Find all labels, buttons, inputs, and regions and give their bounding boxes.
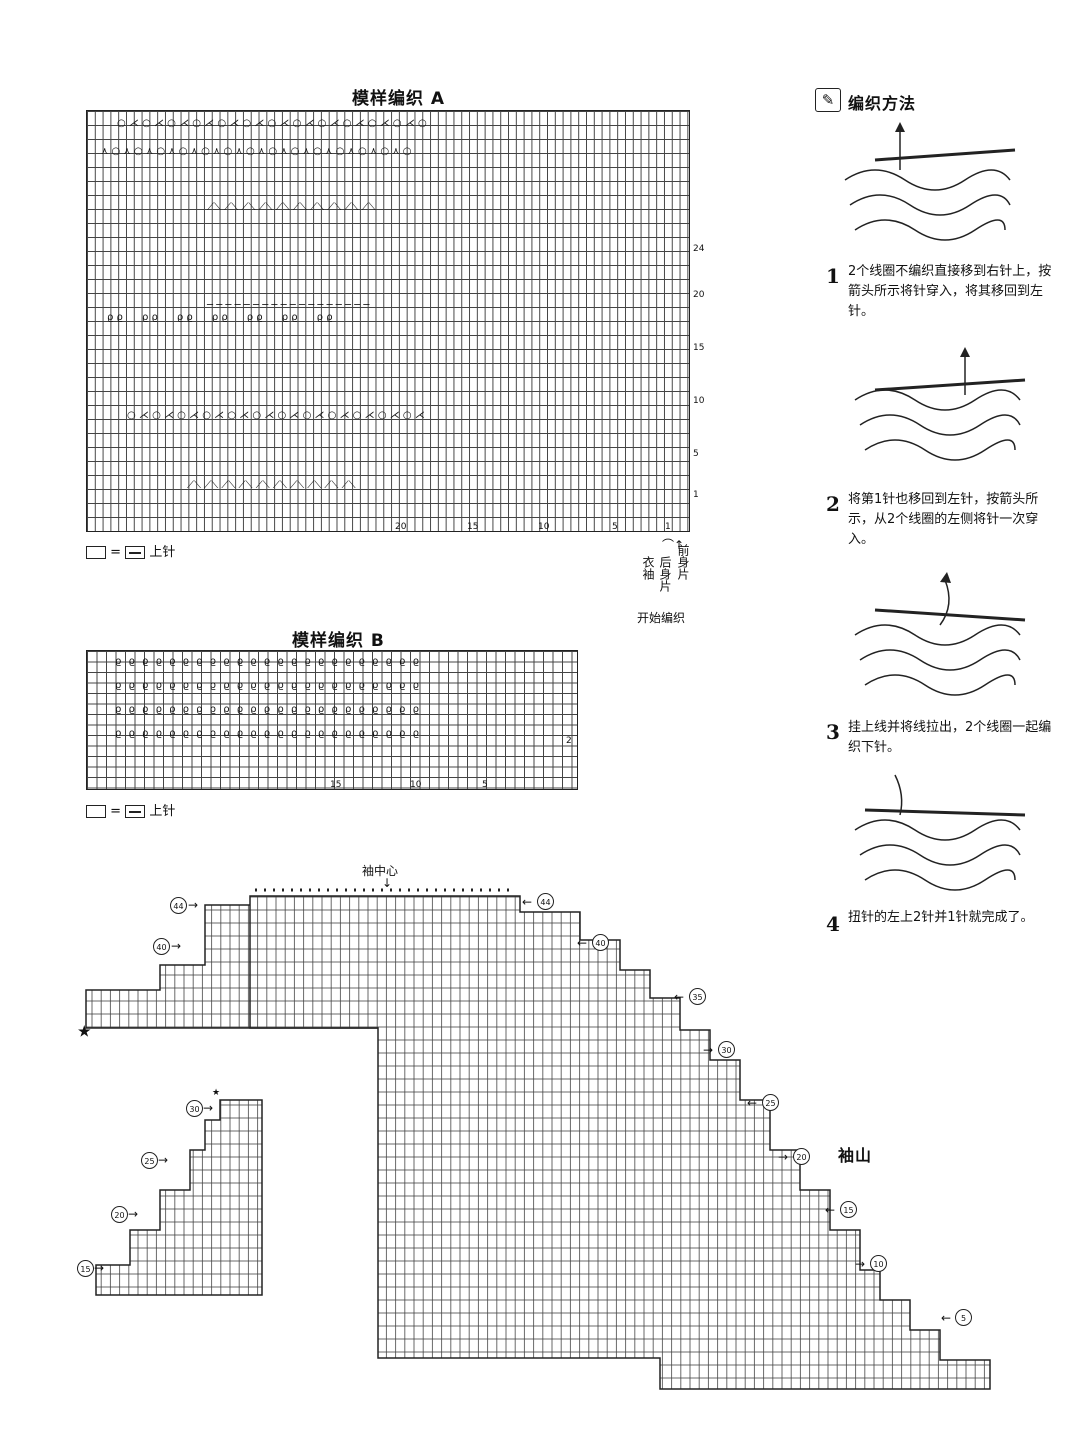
method-pen-icon: ✎ [815,88,841,112]
chart-b-grid: ϱ ϱ ϱ ϱ ϱ ϱ ϱ ϱ ϱ ϱ ϱ ϱ ϱ ϱ ϱ ϱ ϱ ϱ ϱ ϱ … [86,650,578,790]
chart-a-row-label: 15 [693,343,705,353]
row-marker: 40 [153,938,170,955]
row-marker: 25 [762,1094,779,1111]
front-piece-label: 前身片 [676,544,690,580]
arrow-left-icon: ← [577,936,588,950]
chart-a-col-label: 1 [665,522,671,532]
chart-b-col-label: 5 [482,780,488,790]
arrow-right-icon: → [128,1207,139,1221]
purl-cell-icon [125,546,146,559]
row-marker: 10 [870,1255,887,1272]
chart-a-grid: ○ ⋌ ○ ⋌ ○ ⋌ ○ ⋌ ○ ⋌ ○ ⋌ ○ ⋌ ○ ⋌ ○ ⋌ ○ ⋌ … [86,110,690,532]
row-marker: 30 [186,1100,203,1117]
step-1-number: 1 [826,264,840,288]
chart-a-legend: = 上针 [86,541,175,560]
chart-b-col-label: 15 [330,780,342,790]
chart-a-row-label: 24 [693,244,705,254]
star-marker-small-icon: ★ [212,1088,221,1098]
start-knitting-label: 开始编织 [637,611,686,625]
star-marker-icon: ★ [78,1024,91,1040]
chart-b-legend: = 上针 [86,800,175,819]
chart-a-row-label: 1 [693,490,699,500]
row-marker: 44 [537,893,554,910]
row-marker: 25 [141,1152,158,1169]
chart-a-title: 模样编织 A [352,89,446,109]
step-3-illustration [854,572,1026,696]
chart-a-col-label: 20 [395,522,407,532]
chart-b-col-label: 10 [410,780,422,790]
row-marker: 40 [592,934,609,951]
step-2-illustration [854,347,1026,461]
step-1-illustration [844,122,1016,241]
arrow-left-icon: ← [522,895,533,909]
arrow-right-icon: → [158,1153,169,1167]
row-marker: 20 [793,1148,810,1165]
step-2-text: 将第1针也移回到左针，按箭头所示，从2个线圈的左侧将针一次穿入。 [848,492,1039,547]
row-marker: 44 [170,897,187,914]
sleeve-cap-label: 袖山 [838,1146,873,1165]
sleeve-center-arrow-icon: ↓ [382,876,393,890]
blank-cell-icon [86,805,106,818]
chart-b-row-label: 2 [566,736,572,746]
chart-a-col-label: 10 [538,522,550,532]
arrow-right-icon: → [188,898,199,912]
step-3-number: 3 [826,720,840,744]
step-4-number: 4 [826,912,840,936]
chart-a-row-label: 20 [693,290,705,300]
step-2-number: 2 [826,492,840,516]
row-marker: 35 [689,988,706,1005]
purl-cell-icon [125,805,146,818]
chart-a-col-label: 15 [467,522,479,532]
step-3-text: 挂上线并将线拉出，2个线圈一起编织下针。 [848,720,1052,755]
arrow-left-icon: ← [747,1096,758,1110]
arrow-right-icon: → [203,1101,214,1115]
arrow-right-icon: → [855,1257,866,1271]
step-4-text: 扭针的左上2针并1针就完成了。 [848,910,1034,925]
step-1-text: 2个线圈不编织直接移到右针上，按箭头所示将针穿入，将其移回到左针。 [848,264,1052,319]
sleeve-label: 衣袖 [641,556,655,580]
sleeve-small-piece [95,1099,263,1296]
blank-cell-icon [86,546,106,559]
arrow-right-icon: → [703,1043,714,1057]
row-marker: 30 [718,1041,735,1058]
start-brace-icon: ⌒↑ [662,538,685,552]
chart-b-title: 模样编织 B [292,631,385,651]
chart-a-col-label: 5 [612,522,618,532]
arrow-left-icon: ← [825,1203,836,1217]
arrow-right-icon: → [171,939,182,953]
sleeve-center-label: 袖中心 [362,864,399,878]
arrow-left-icon: ← [674,990,685,1004]
method-title: 编织方法 [848,94,917,113]
arrow-right-icon: → [94,1261,105,1275]
row-marker: 15 [840,1201,857,1218]
chart-a-row-label: 10 [693,396,705,406]
step-4-illustration [854,774,1026,891]
arrow-left-icon: ← [941,1311,952,1325]
back-piece-label: 后身片 [658,556,672,592]
row-marker: 20 [111,1206,128,1223]
arrow-right-icon: → [778,1150,789,1164]
row-marker: 5 [955,1309,972,1326]
row-marker: 15 [77,1260,94,1277]
sleeve-main-body [249,895,991,1390]
chart-a-row-label: 5 [693,449,699,459]
